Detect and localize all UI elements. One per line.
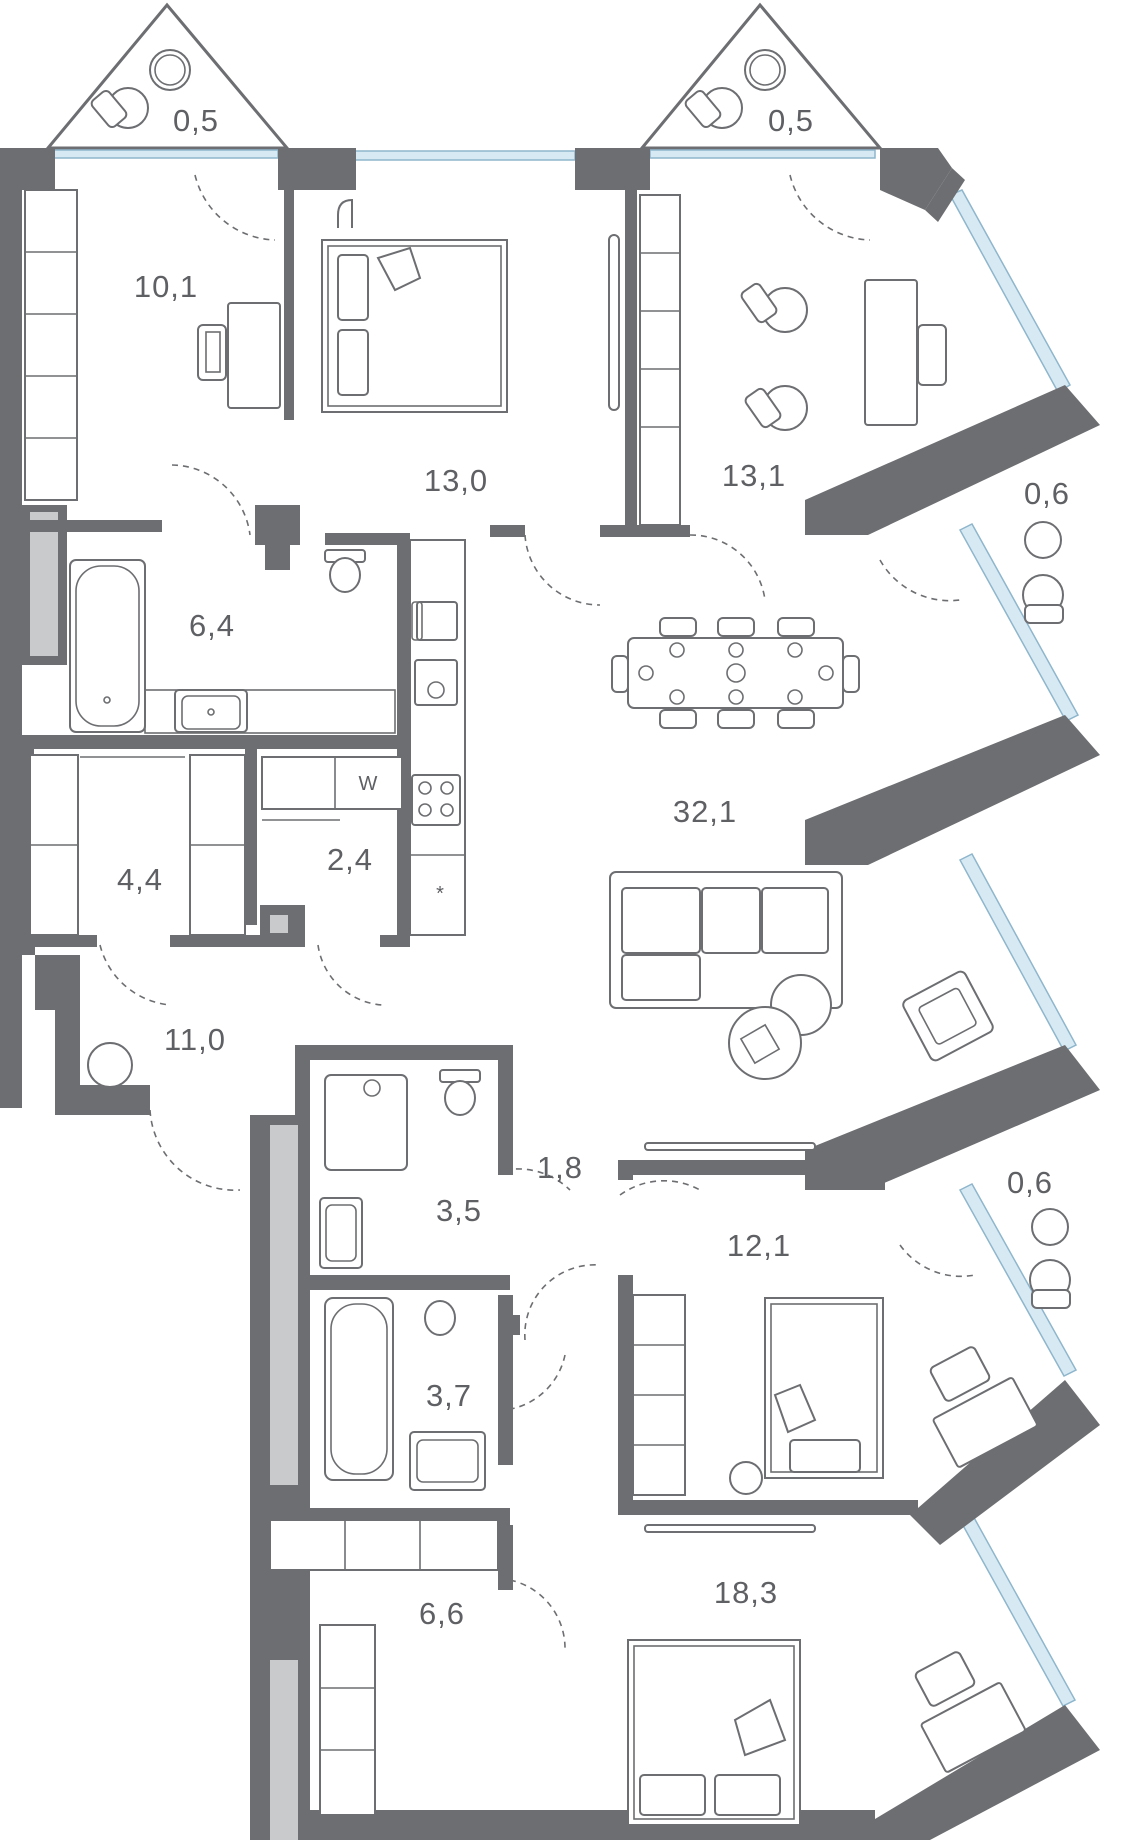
armchair-icon [740, 282, 808, 431]
fridge-label: * [436, 883, 444, 905]
area-master-bedroom: 18,3 [714, 1575, 778, 1610]
area-study: 10,1 [134, 269, 198, 304]
bathtub-icon [69, 559, 146, 733]
wardrobe-icon [639, 194, 681, 526]
area-closet: 4,4 [117, 862, 163, 897]
bed-icon [764, 1297, 884, 1479]
shower-tray-icon [324, 1074, 408, 1171]
walls [0, 148, 1100, 1840]
desk-icon [197, 302, 281, 409]
stool-icon [729, 1461, 763, 1495]
washer-label: W [359, 773, 378, 795]
area-shower-room: 3,5 [436, 1193, 482, 1228]
armchair-icon [90, 49, 191, 129]
dressing-shelves [269, 1519, 499, 1816]
area-laundry: 2,4 [327, 842, 373, 877]
desk-icon [914, 1651, 1026, 1773]
wardrobe-icon [632, 1294, 686, 1496]
dining-table-icon [611, 617, 860, 729]
armchair-icon [1022, 521, 1064, 624]
bath-counter-icon [144, 689, 396, 734]
wardrobe-icon [24, 189, 78, 501]
toilet-icon [439, 1069, 481, 1116]
area-hallway: 11,0 [164, 1022, 226, 1057]
sink-icon [409, 1431, 486, 1491]
coffee-table-icon [728, 974, 832, 1080]
balcony-right-structure [638, 2, 884, 159]
desk-icon [864, 279, 947, 426]
armchair-icon [902, 970, 994, 1062]
desk-icon [929, 1346, 1038, 1468]
bed-icon [321, 198, 508, 413]
sink-icon [319, 1197, 363, 1269]
bathtub-icon [324, 1297, 394, 1481]
closet-shelves [29, 754, 246, 936]
kitchen-counter: * [409, 539, 466, 936]
tv-icon [644, 1142, 816, 1151]
stove-icon [411, 774, 461, 826]
mirror-icon [608, 234, 620, 411]
toilet-icon [424, 1300, 456, 1336]
area-corridor: 1,8 [537, 1150, 583, 1185]
round-table-icon [87, 1042, 133, 1088]
sink-icon [174, 689, 248, 733]
area-labels: 0,5 0,5 10,1 13,0 13,1 0,6 6,4 32,1 4,4 … [117, 103, 1070, 1631]
area-bedroom-2: 12,1 [727, 1228, 791, 1263]
armchair-icon [1029, 1208, 1071, 1309]
sofa-icon [609, 871, 843, 1009]
tv-icon [644, 1524, 816, 1533]
door-swings [99, 174, 976, 1651]
toilet-icon [324, 549, 366, 593]
area-balcony-right: 0,5 [768, 103, 814, 138]
area-balcony-east-1: 0,6 [1024, 476, 1070, 511]
area-bathroom-1: 6,4 [189, 608, 235, 643]
area-balcony-east-2: 0,6 [1007, 1165, 1053, 1200]
area-bathroom-2: 3,7 [426, 1378, 472, 1413]
area-dressing-room: 6,6 [419, 1596, 465, 1631]
area-living-kitchen: 32,1 [673, 794, 737, 829]
area-office: 13,1 [722, 458, 786, 493]
armchair-icon [684, 49, 786, 129]
area-bedroom-1: 13,0 [424, 463, 488, 498]
area-balcony-left: 0,5 [173, 103, 219, 138]
balcony-left-structure [44, 2, 291, 159]
bed-icon [627, 1639, 801, 1826]
windows [354, 150, 1080, 1707]
oven-icon [414, 659, 458, 706]
washer-icon: W [261, 756, 403, 821]
